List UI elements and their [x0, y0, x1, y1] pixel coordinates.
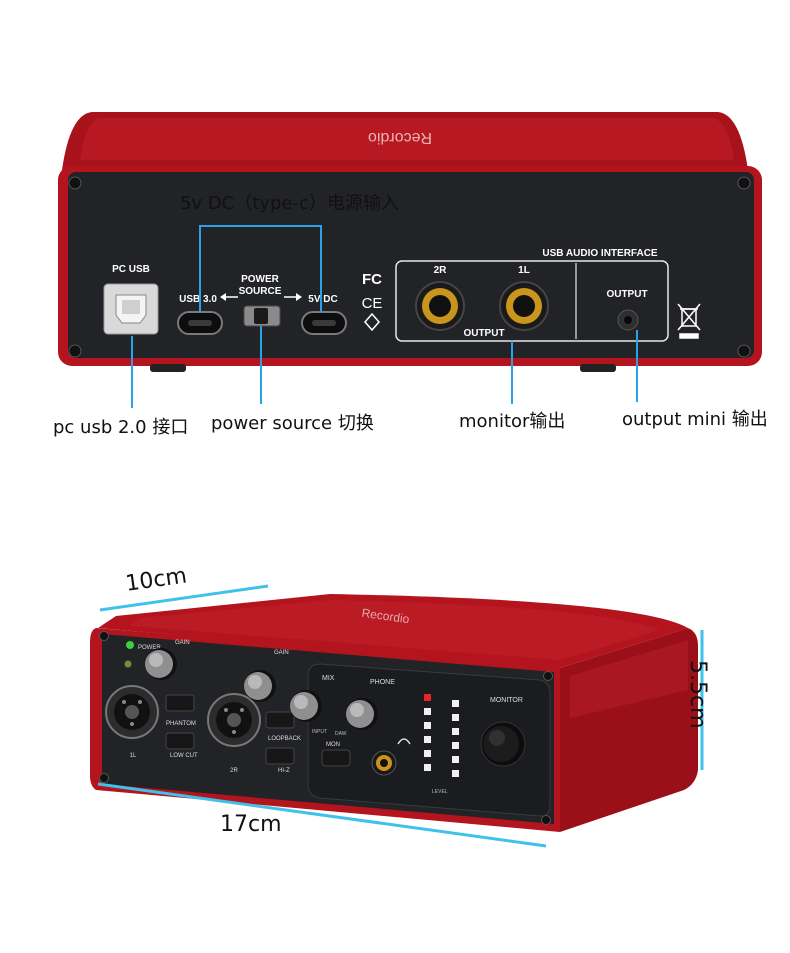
callout-power-source: power source 切换: [211, 413, 374, 434]
ch2-label: 2R: [230, 768, 238, 774]
callout-dc-input: 5v DC（type-c）电源输入: [180, 193, 399, 214]
mix-label: MIX: [322, 675, 335, 682]
loopback-label: LOOPBACK: [268, 736, 301, 742]
monitor-label: MONITOR: [490, 697, 523, 704]
fc-mark: FC: [362, 271, 382, 288]
power-source-label-2: SOURCE: [239, 286, 282, 297]
monitor-knob[interactable]: [480, 721, 526, 767]
dc5v-label: 5V DC: [308, 294, 337, 305]
dimension-lines: [97, 584, 704, 848]
mini-jack-output[interactable]: [617, 309, 639, 331]
front-brand-logo: Recordio: [361, 606, 411, 627]
gain-knob-2[interactable]: [244, 670, 276, 702]
mix-knob[interactable]: [290, 690, 322, 722]
back-panel-plate: [68, 172, 754, 358]
back-brand-logo: Recordio: [368, 129, 432, 146]
power-led: [126, 641, 134, 649]
dimension-length: 17cm: [220, 812, 282, 837]
gain-knob-1[interactable]: [145, 648, 177, 680]
mon-button[interactable]: [321, 749, 351, 767]
low-cut-button[interactable]: [165, 732, 195, 750]
hiz-label: HI-Z: [278, 768, 290, 774]
phantom-button[interactable]: [165, 694, 195, 712]
dimension-height: 5.5cm: [685, 660, 710, 729]
headphone-icon: [397, 738, 411, 745]
jack-2r-label: 2R: [434, 265, 448, 276]
screws: [68, 176, 751, 358]
mon-label: MON: [326, 742, 340, 748]
gain2-label: GAIN: [274, 650, 289, 656]
level-meter-right: [452, 700, 459, 777]
low-cut-label: LOW CUT: [170, 753, 198, 759]
power-source-label-1: POWER: [241, 274, 280, 285]
headphone-jack[interactable]: [371, 750, 397, 776]
back-panel-view: Recordio PC USB USB 3.0 POWER SOURCE 5V …: [58, 112, 762, 408]
pc-usb-label: PC USB: [112, 264, 150, 275]
combo-jack-1[interactable]: [105, 685, 159, 739]
callout-pc-usb: pc usb 2.0 接口: [53, 417, 189, 438]
callout-lines: [131, 225, 638, 408]
output-mini-label: OUTPUT: [606, 289, 647, 300]
jack-1l-label: 1L: [518, 265, 530, 276]
power-label: POWER: [138, 645, 161, 651]
output-label: OUTPUT: [463, 328, 504, 339]
usb30-label: USB 3.0: [179, 294, 217, 305]
daw-label: DAW: [335, 731, 347, 737]
callout-monitor: monitor输出: [459, 411, 566, 432]
rcm-icon: [364, 312, 380, 332]
jack-1l[interactable]: [499, 281, 549, 331]
gain1-label: GAIN: [175, 640, 190, 646]
level-label: LEVEL: [432, 789, 448, 795]
loopback-button[interactable]: [265, 711, 295, 729]
jack-2r[interactable]: [415, 281, 465, 331]
phone-label: PHONE: [370, 679, 395, 686]
combo-jack-2[interactable]: [207, 693, 261, 747]
front-panel-view: Recordio POWER 1L GAIN PHANTOM LOW CUT 2…: [90, 584, 704, 848]
callout-output-mini: output mini 输出: [622, 409, 768, 430]
weee-bin-icon: [677, 303, 701, 339]
ce-mark: CE: [362, 295, 383, 312]
input-label: INPUT: [312, 729, 327, 735]
output-section-frame: [395, 260, 669, 342]
phantom-label: PHANTOM: [166, 721, 196, 727]
level-meter-left: [424, 694, 431, 771]
ch1-label: 1L: [130, 753, 137, 759]
usb-audio-interface-label: USB AUDIO INTERFACE: [542, 248, 658, 259]
hiz-button[interactable]: [265, 747, 295, 765]
phone-knob[interactable]: [346, 698, 378, 730]
